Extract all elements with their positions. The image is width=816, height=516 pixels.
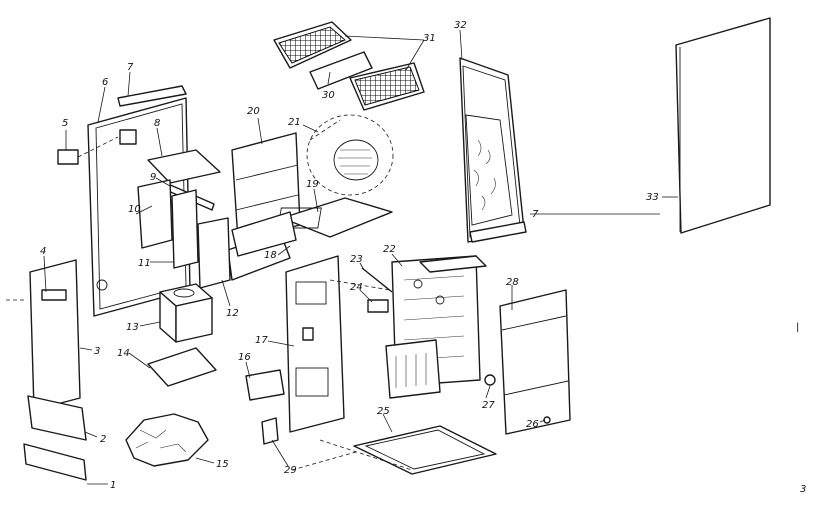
callout-14: 14 xyxy=(117,348,130,359)
part-8-shelf xyxy=(147,149,221,184)
part-32-access-door xyxy=(459,57,527,243)
part-27-valve xyxy=(484,374,496,386)
callout-18: 18 xyxy=(264,250,277,261)
part-burner-assembly xyxy=(385,339,441,399)
part-5-bracket xyxy=(57,136,119,165)
callout-16: 16 xyxy=(238,352,251,363)
stray-mark-right-mid: | xyxy=(796,322,799,333)
part-4-label-plate xyxy=(41,289,67,301)
callout-17: 17 xyxy=(255,335,268,346)
part-2-lower-panel xyxy=(27,395,87,441)
part-31-filter-grille-upper xyxy=(273,21,352,69)
part-23-gas-pipe xyxy=(361,267,393,293)
part-14-drip-tray xyxy=(147,347,217,387)
part-15-insulation-block xyxy=(125,413,209,467)
callout-12: 12 xyxy=(226,308,239,319)
callout-15: 15 xyxy=(216,459,229,470)
callout-25: 25 xyxy=(377,406,390,417)
part-25-bottom-pan xyxy=(353,425,497,475)
leader-lines xyxy=(4,29,678,485)
part-1-base-rail xyxy=(23,443,87,481)
callout-7-right: 7 xyxy=(532,209,539,220)
callout-27: 27 xyxy=(482,400,495,411)
callout-26: 26 xyxy=(526,419,539,430)
callout-32: 32 xyxy=(454,20,467,31)
part-11-divider xyxy=(171,189,199,269)
callout-33: 33 xyxy=(646,192,659,203)
callout-10: 10 xyxy=(128,204,141,215)
callout-23: 23 xyxy=(350,254,363,265)
part-13-filter-box xyxy=(159,283,213,343)
callout-24: 24 xyxy=(350,282,363,293)
callout-2: 2 xyxy=(100,434,106,445)
part-31-filter-grille-lower xyxy=(349,62,425,111)
callout-30: 30 xyxy=(322,90,335,101)
part-28-rear-panel xyxy=(499,289,571,435)
callout-20: 20 xyxy=(247,106,260,117)
part-10-inner-panel xyxy=(137,179,173,249)
part-21-blower-assembly xyxy=(306,114,394,196)
callout-1: 1 xyxy=(110,480,116,491)
part-30-filter-rack xyxy=(309,51,373,90)
part-24-igniter xyxy=(367,299,389,313)
callout-22: 22 xyxy=(383,244,396,255)
part-16-bracket xyxy=(245,369,285,401)
part-33-side-panel xyxy=(675,17,771,234)
part-18-base-tray xyxy=(227,211,297,281)
callout-4: 4 xyxy=(40,246,46,257)
callout-6: 6 xyxy=(102,77,108,88)
callout-21: 21 xyxy=(288,117,301,128)
callout-5: 5 xyxy=(62,118,68,129)
part-29-limit-switch xyxy=(261,417,279,445)
part-7-top-rail xyxy=(117,85,187,107)
callout-13: 13 xyxy=(126,322,139,333)
part-17-cabinet-front xyxy=(285,255,345,433)
part-12-control-panel xyxy=(197,217,231,289)
callout-7: 7 xyxy=(127,62,134,73)
callout-9: 9 xyxy=(150,172,156,183)
callout-29: 29 xyxy=(284,465,297,476)
callout-3: 3 xyxy=(94,346,100,357)
callout-19: 19 xyxy=(306,179,319,190)
callout-31: 31 xyxy=(423,33,436,44)
callout-8: 8 xyxy=(154,118,160,129)
callout-11: 11 xyxy=(138,258,151,269)
part-3-front-panel xyxy=(29,259,81,411)
callout-28: 28 xyxy=(506,277,519,288)
callout-labels: 1 2 3 4 5 6 7 8 9 10 11 12 13 14 15 16 1… xyxy=(40,20,806,495)
part-20-blower-panel xyxy=(231,132,301,241)
stray-mark-right-low: 3 xyxy=(800,484,806,495)
